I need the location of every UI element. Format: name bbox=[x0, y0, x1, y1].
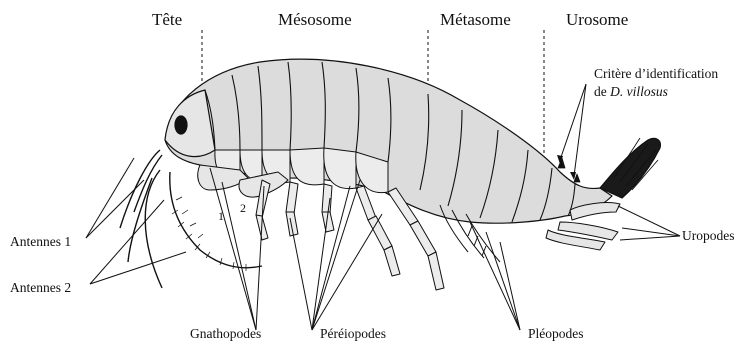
label-critere-line2: de D. villosus bbox=[594, 84, 668, 99]
label-uropodes: Uropodes bbox=[682, 228, 735, 243]
label-pereiopodes: Péréiopodes bbox=[320, 326, 386, 341]
label-antennes-1: Antennes 1 bbox=[10, 234, 71, 249]
urosome-spines bbox=[558, 78, 591, 182]
label-critere-species: D. villosus bbox=[609, 84, 668, 99]
section-label-metasome: Métasome bbox=[440, 10, 511, 29]
section-label-mesosome: Mésosome bbox=[278, 10, 352, 29]
antenna-1 bbox=[120, 150, 162, 228]
label-pleopodes: Pléopodes bbox=[528, 326, 584, 341]
amphipod-illustration bbox=[120, 59, 660, 290]
label-critere-de: de bbox=[594, 84, 610, 99]
gnathopod-number-2: 2 bbox=[240, 201, 246, 215]
label-antennes-2: Antennes 2 bbox=[10, 280, 71, 295]
antenna-setae bbox=[172, 197, 246, 271]
eye bbox=[175, 116, 187, 134]
section-label-urosome: Urosome bbox=[566, 10, 628, 29]
label-critere-line1: Critère d’identification bbox=[594, 66, 718, 81]
gnathopod-number-1: 1 bbox=[218, 209, 224, 223]
section-label-tete: Tête bbox=[152, 10, 182, 29]
label-gnathopodes: Gnathopodes bbox=[190, 326, 261, 341]
